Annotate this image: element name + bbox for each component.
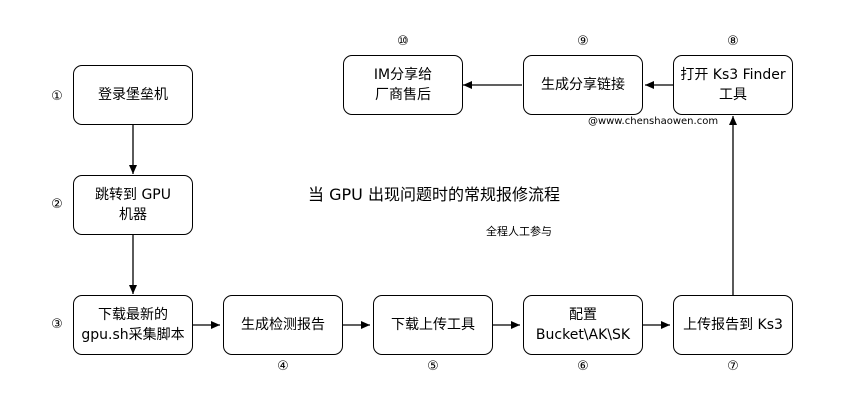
step-4-number: ④ [277,359,289,374]
step-6-box: 配置 Bucket\AK\SK [523,295,643,355]
step-10-label: IM分享给 厂商售后 [373,67,433,103]
step-8-box: 打开 Ks3 Finder 工具 [673,55,793,115]
step-7-label: 上传报告到 Ks3 [683,317,783,333]
step-3-label: 下载最新的 gpu.sh采集脚本 [81,307,185,343]
step-3-number: ③ [51,317,63,332]
step-10-box: IM分享给 厂商售后 [343,55,463,115]
step-2-label: 跳转到 GPU 机器 [95,187,171,223]
step-7-box: 上传报告到 Ks3 [673,295,793,355]
step-5-label: 下载上传工具 [391,317,475,333]
step-2-box: 跳转到 GPU 机器 [73,175,193,235]
step-8-number: ⑧ [727,34,739,49]
step-6-label: 配置 Bucket\AK\SK [535,307,631,343]
step-5-box: 下载上传工具 [373,295,493,355]
step-1-box: 登录堡垒机 [73,65,193,125]
diagram-subtitle: 全程人工参与 [486,225,552,238]
step-9-number: ⑨ [577,34,589,49]
step-5-number: ⑤ [427,359,439,374]
step-1-label: 登录堡垒机 [98,87,168,103]
watermark-text: @www.chenshaowen.com [587,116,719,127]
step-9-box: 生成分享链接 [523,55,643,115]
step-7-number: ⑦ [727,359,739,374]
step-8-label: 打开 Ks3 Finder 工具 [680,67,786,103]
step-6-number: ⑥ [577,359,589,374]
step-1-number: ① [51,89,63,104]
step-10-number: ⑩ [397,34,409,49]
step-2-number: ② [51,197,63,212]
step-9-label: 生成分享链接 [541,77,625,93]
step-3-box: 下载最新的 gpu.sh采集脚本 [73,295,193,355]
step-4-label: 生成检测报告 [241,317,325,333]
step-4-box: 生成检测报告 [223,295,343,355]
diagram-title: 当 GPU 出现问题时的常规报修流程 [308,185,560,204]
